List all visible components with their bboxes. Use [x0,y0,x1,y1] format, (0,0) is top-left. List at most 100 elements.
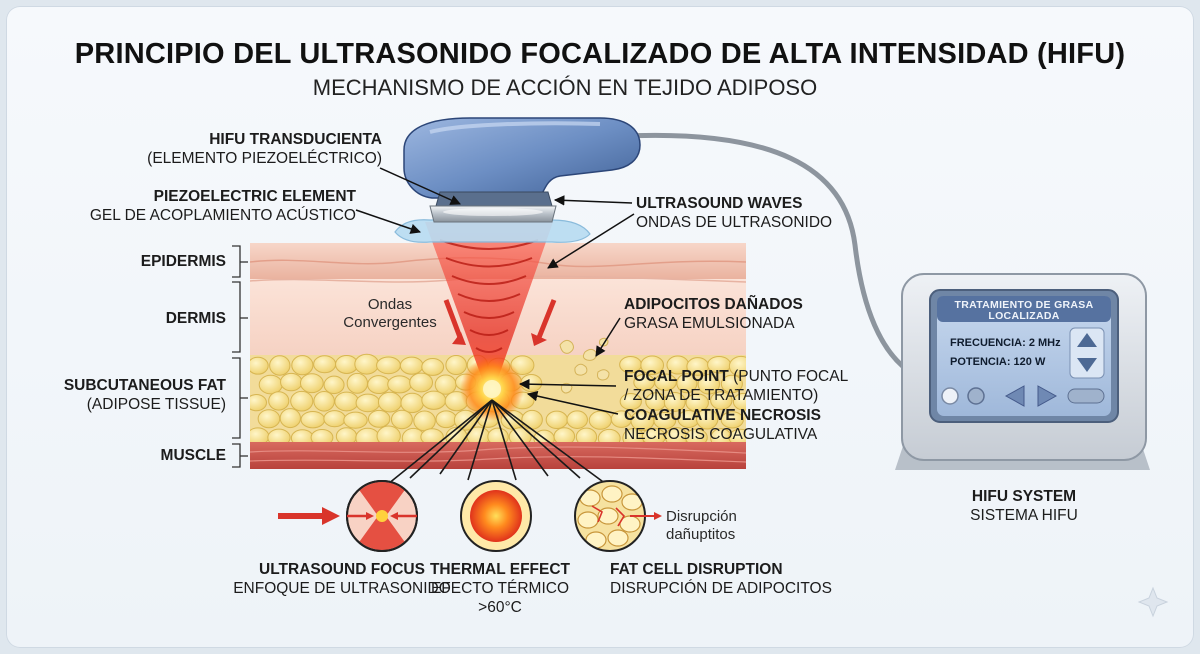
label-danuptitos: dañuptitos [666,526,736,543]
label-coagulative-necrosis: COAGULATIVE NECROSIS [624,407,821,424]
fat-cell [445,354,467,376]
fat-cell [521,409,543,430]
disrupted-fat-cell [577,511,599,529]
fat-cell [566,410,588,429]
device-cable [622,132,918,378]
label-focal-es-1: (PUNTO FOCAL [733,368,849,385]
inset-connector-lines [387,399,607,485]
inset-2-line1: EFECTO TÉRMICO [430,580,570,597]
fat-cell [654,373,677,391]
inset-ultrasound-focus [278,480,418,552]
label-muscle: MUSCLE [160,447,226,464]
fat-cell [343,411,368,429]
fat-cell [346,372,369,394]
hifu-console [895,273,1150,470]
fat-cell [696,408,719,430]
muscle-layer [250,442,746,469]
label-grasa-emulsionada: GRASA EMULSIONADA [624,315,795,332]
fat-cell [710,391,733,410]
fat-cell [268,391,290,411]
fat-cell [279,408,301,429]
callout-arrows [355,167,635,415]
arrow-up-icon [1077,333,1097,347]
fat-cell [250,356,269,375]
fat-cell [435,410,457,429]
inset-1-line1: ENFOQUE DE ULTRASONIDO [233,580,451,597]
page-title: PRINCIPIO DEL ULTRASONIDO FOCALIZADO DE … [74,38,1126,70]
disrupted-fat-cell [607,529,629,547]
fat-cell [676,373,698,394]
inset-1-title: ULTRASOUND FOCUS [259,561,425,578]
fat-cell [732,392,746,411]
screen-frequency: FRECUENCIA: 2 MHz [950,337,1061,349]
label-dermis: DERMIS [165,310,226,327]
disrupted-fat-cell [601,485,623,503]
fat-cell [291,355,314,376]
label-hifu-system: HIFU SYSTEM [971,488,1077,505]
label-necrosis-coagulativa: NECROSIS COAGULATIVA [624,426,818,443]
fat-cell [619,393,642,411]
page-subtitle: MECHANISMO DE ACCIÓN EN TEJIDO ADIPOSO [312,75,818,100]
coupling-gel [394,219,591,243]
inset-2-line2: >60°C [478,599,522,616]
fat-cell [399,356,424,375]
disrupted-fat-cell [597,507,619,525]
inset-2-title: THERMAL EFFECT [429,561,571,578]
fat-cell [409,372,434,393]
label-ondas: Ondas [367,296,413,313]
fat-cell [355,393,381,413]
fat-cell [367,409,391,428]
label-focal-en: FOCAL POINT [624,368,729,385]
inset-3-title: FAT CELL DISRUPTION [610,561,783,578]
damaged-adipocytes [559,337,610,394]
fat-cell [387,375,412,394]
label-adipocitos-danados: ADIPOCITOS DAÑADOS [624,296,803,313]
label-focal-point: FOCAL POINT (PUNTO FOCAL [624,368,848,386]
fat-cell [653,411,677,430]
fat-cell [334,391,359,412]
fat-cell [323,375,345,395]
fat-cell [640,355,665,376]
fat-cell [323,410,346,428]
label-focal-es-2: / ZONA DE TRATAMIENTO) [624,387,819,404]
label-sistema-hifu: SISTEMA HIFU [970,507,1078,524]
fat-cell [720,374,743,394]
fat-cell [367,375,391,395]
fat-cell [545,410,569,429]
fat-cell [390,409,413,430]
cell-rupture-marks [591,505,626,527]
fat-cell [257,409,281,429]
fat-cell [421,357,445,376]
inset-3-line1: DISRUPCIÓN DE ADIPOCITOS [610,580,832,597]
fat-cell [685,393,709,413]
convergence-arrows [443,299,557,346]
label-transducer-es: (ELEMENTO PIEZOELÉCTRICO) [147,150,382,167]
fat-cell [588,410,612,430]
fat-cell [400,392,424,414]
ultrasound-beam [425,222,553,384]
disrupted-fat-cell [585,531,607,549]
hifu-handpiece [403,117,641,223]
fat-cell [250,394,267,412]
label-ultrasound-waves: ULTRASOUND WAVES [636,195,803,212]
fat-cell [313,355,337,374]
arrow-down-icon [1077,358,1097,372]
fat-cell [413,410,436,432]
fat-cell [354,353,380,375]
label-subcutaneous-fat: SUBCUTANEOUS FAT [63,377,226,394]
fat-cell [376,356,401,375]
label-convergentes: Convergentes [343,314,437,331]
screen-title-1: TRATAMIENTO DE GRASA [954,299,1094,311]
screen-title-2: LOCALIZADA [988,310,1060,322]
inset-fat-cell-disruption [574,480,662,552]
fat-cell [697,373,720,395]
fat-cell [280,372,303,392]
label-transducer: HIFU TRANSDUCIENTA [209,131,382,148]
fat-cell [299,373,324,394]
layer-brackets [232,245,248,468]
inset-thermal-effect [460,480,532,552]
fat-cell [421,390,447,410]
label-epidermis: EPIDERMIS [140,253,226,270]
fat-cell [377,391,403,413]
